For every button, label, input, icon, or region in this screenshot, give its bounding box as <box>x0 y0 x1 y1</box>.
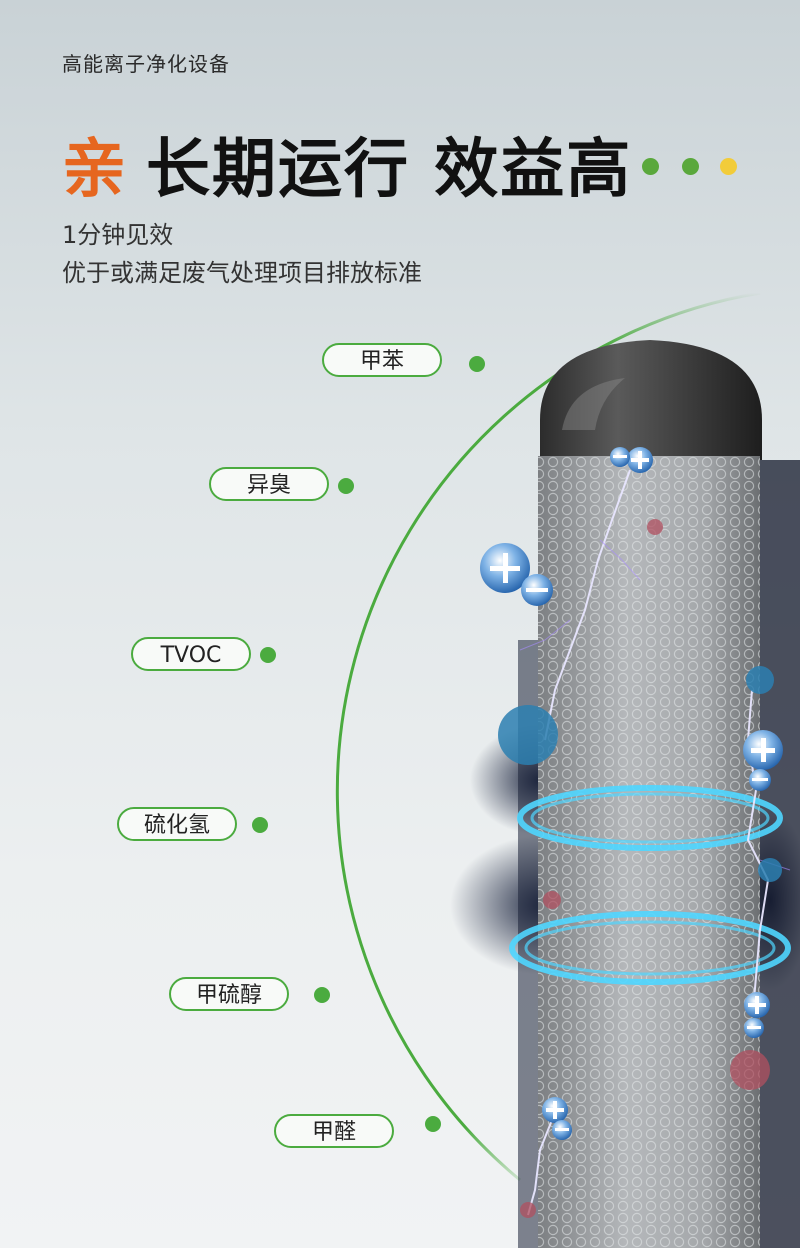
pollutant-label-formaldehyde: 甲醛 <box>274 1114 394 1148</box>
decor-dot-1 <box>642 158 659 175</box>
pollutant-node-odor <box>338 478 354 494</box>
pollutant-node-methyl-mercaptan <box>314 987 330 1003</box>
pollutant-node-hydrogen-sulfide <box>252 817 268 833</box>
decor-dot-2 <box>682 158 699 175</box>
pollutant-label-toluene: 甲苯 <box>322 343 442 377</box>
pollutant-label-tvoc: TVOC <box>131 637 251 671</box>
decor-dot-3 <box>720 158 737 175</box>
pollutant-node-formaldehyde <box>425 1116 441 1132</box>
pollutant-label-hydrogen-sulfide: 硫化氢 <box>117 807 237 841</box>
pollutant-label-methyl-mercaptan: 甲硫醇 <box>169 977 289 1011</box>
headline-accent: 亲 <box>62 133 128 207</box>
subtitle-standard: 优于或满足废气处理项目排放标准 <box>62 259 422 287</box>
pollutant-node-toluene <box>469 356 485 372</box>
pollutant-node-tvoc <box>260 647 276 663</box>
brand-title: 高能离子净化设备 <box>62 52 230 76</box>
pollutant-label-odor: 异臭 <box>209 467 329 501</box>
headline: 亲长期运行 效益高 <box>62 118 632 210</box>
headline-main: 长期运行 效益高 <box>146 133 633 207</box>
subtitle-effect-time: 1分钟见效 <box>62 221 174 249</box>
